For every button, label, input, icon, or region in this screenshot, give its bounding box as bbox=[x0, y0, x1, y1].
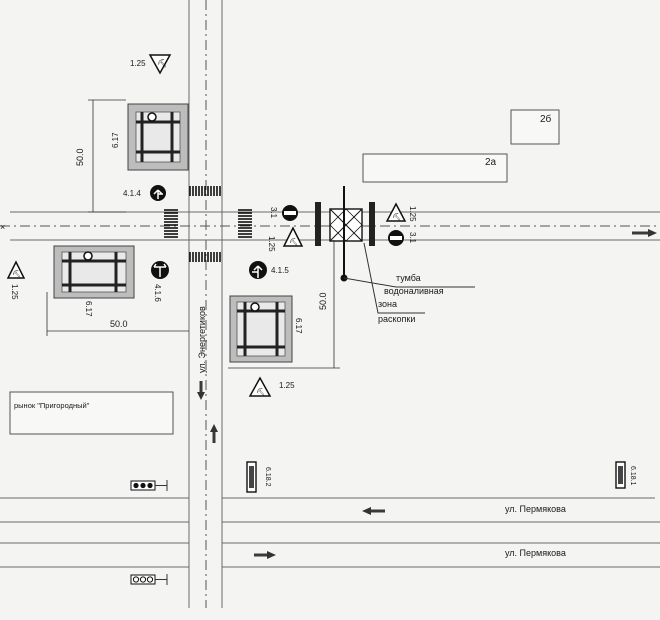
roadworks-icon: ⛏ bbox=[157, 59, 167, 68]
traffic-light-lower bbox=[130, 574, 168, 585]
sign-4-1-4-code: 4.1.4 bbox=[123, 189, 141, 198]
dimension-left-horizontal: 50.0 bbox=[46, 292, 189, 336]
roadworks-icon: ⛏ bbox=[392, 213, 401, 221]
arrow-east-permyakova bbox=[254, 551, 276, 559]
sign-1-25-left: ⛏ 1.25 bbox=[6, 260, 26, 300]
dimension-left-vertical: 50.0 bbox=[75, 99, 126, 213]
sign-4-1-6-code: 4.1.6 bbox=[153, 284, 162, 302]
roadworks-icon: ⛏ bbox=[256, 388, 265, 396]
crosswalk-west bbox=[164, 209, 178, 238]
street-name-energetikov: ул. Энергетиков bbox=[197, 306, 207, 373]
sign-4-1-4: 4.1.4 bbox=[123, 185, 166, 201]
pedestrian-crossings bbox=[164, 186, 252, 262]
dig-zone-label-2: раскопки bbox=[378, 314, 415, 324]
crosswalk-south bbox=[189, 252, 221, 262]
sign-1-25-right: ⛏ 1.25 bbox=[385, 202, 417, 222]
building-2b-label: 2б bbox=[540, 113, 552, 125]
sign-1-25-bottom: ⛏ 1.25 bbox=[248, 376, 295, 397]
barrier-east bbox=[369, 202, 375, 246]
sign-6-17-top-code: 6.17 bbox=[111, 132, 120, 148]
street-name-permyakova-bottom: ул. Пермякова bbox=[505, 548, 566, 558]
building-2b: 2б bbox=[510, 109, 560, 145]
building-2a: 2а bbox=[362, 153, 508, 183]
sign-3-1-left: 3.1 bbox=[269, 205, 298, 221]
sign-1-25-top: ⛏ 1.25 bbox=[130, 54, 172, 75]
roadworks-icon: ⛏ bbox=[12, 270, 21, 278]
sign-1-25-left-code: 1.25 bbox=[10, 284, 19, 300]
crosswalk-north bbox=[189, 186, 221, 196]
west-edge-mark: × bbox=[0, 222, 5, 232]
market-label: рынок "Пригородный" bbox=[14, 401, 90, 410]
sign-1-25-center: ⛏ 1.25 bbox=[267, 226, 304, 252]
sign-6-18-1: 6.18.1 bbox=[615, 461, 636, 489]
crosswalk-east bbox=[238, 209, 252, 238]
sign-6-18-2-code: 6.18.2 bbox=[264, 467, 271, 487]
scheme-plate-right: 6.17 bbox=[229, 295, 303, 363]
scheme-plate-top: 6.17 bbox=[111, 103, 189, 171]
building-2a-label: 2а bbox=[485, 157, 497, 168]
dimension-right-vertical-value: 50.0 bbox=[318, 292, 328, 310]
sign-4-1-6: 4.1.6 bbox=[151, 261, 169, 302]
arrow-east-main bbox=[632, 229, 657, 237]
dig-zone-label-1: зона bbox=[378, 299, 397, 309]
roadworks-icon: ⛏ bbox=[289, 238, 298, 246]
hydrant-label-2: водоналивная bbox=[384, 286, 444, 296]
street-name-permyakova-top: ул. Пермякова bbox=[505, 504, 566, 514]
sign-6-17-left-code: 6.17 bbox=[84, 301, 93, 317]
sign-4-1-5-code: 4.1.5 bbox=[271, 266, 289, 275]
sign-6-18-1-code: 6.18.1 bbox=[629, 466, 636, 486]
dimension-right-vertical: 50.0 bbox=[228, 240, 340, 369]
sign-3-1-right: 3.1 bbox=[388, 230, 417, 246]
arrow-south-energetikov bbox=[197, 381, 205, 400]
traffic-light-upper bbox=[130, 480, 168, 491]
sign-1-25-bottom-code: 1.25 bbox=[279, 381, 295, 390]
market-building: рынок "Пригородный" bbox=[9, 391, 174, 435]
dimension-left-horizontal-value: 50.0 bbox=[110, 319, 128, 329]
dig-zone-leader bbox=[363, 242, 425, 314]
hydrant-leader bbox=[343, 277, 475, 288]
sign-1-25-center-code: 1.25 bbox=[267, 236, 276, 252]
arrow-north-energetikov bbox=[210, 424, 218, 443]
sign-6-17-right-code: 6.17 bbox=[294, 318, 303, 334]
sign-1-25-right-code: 1.25 bbox=[408, 206, 417, 222]
dimension-left-vertical-value: 50.0 bbox=[75, 148, 85, 166]
arrow-west-permyakova bbox=[362, 507, 385, 515]
sign-3-1-right-code: 3.1 bbox=[408, 232, 417, 244]
work-zone: тумба водоналивная зона раскопки bbox=[315, 186, 475, 324]
sign-3-1-left-code: 3.1 bbox=[269, 207, 278, 219]
sign-1-25-top-code: 1.25 bbox=[130, 59, 146, 68]
traffic-arrows bbox=[197, 229, 657, 559]
scheme-plate-left: 6.17 bbox=[53, 245, 135, 317]
sign-6-18-2: 6.18.2 bbox=[246, 461, 271, 493]
sign-4-1-5: 4.1.5 bbox=[249, 261, 289, 279]
barrier-west bbox=[315, 202, 321, 246]
hydrant-label-1: тумба bbox=[396, 273, 421, 283]
